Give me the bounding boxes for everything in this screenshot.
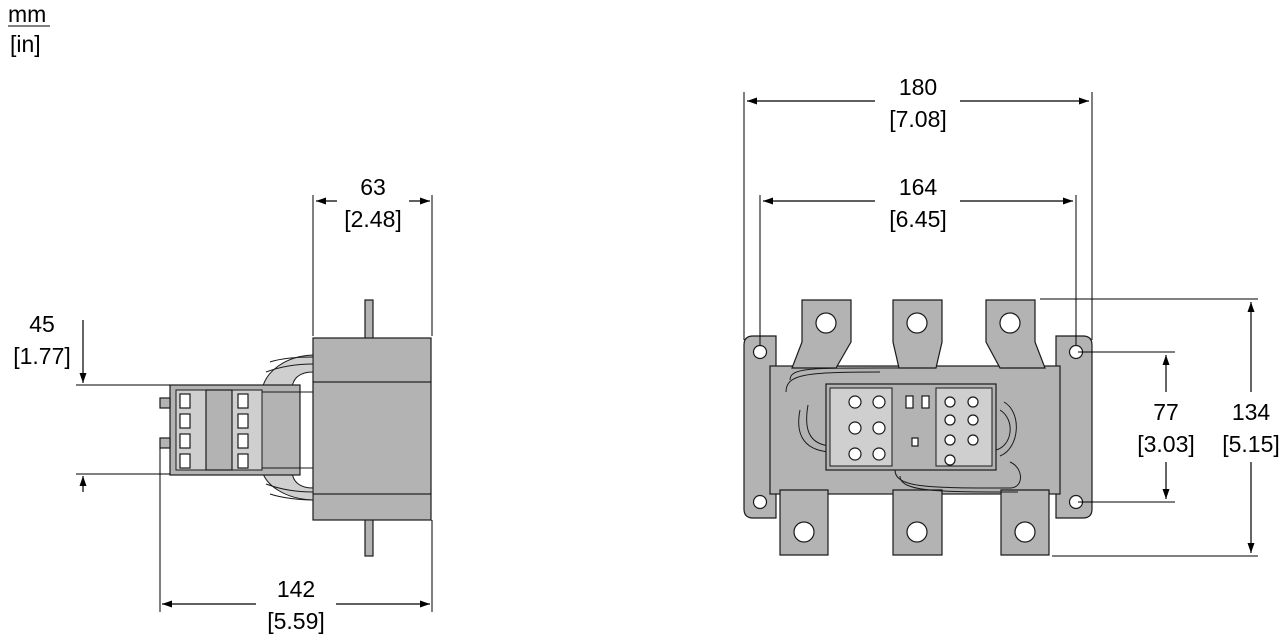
dim-142-in: [5.59] [267, 608, 325, 634]
front-wires [785, 367, 1021, 493]
dim-45-mm: 45 [29, 311, 55, 337]
dim-134-in: [5.15] [1222, 431, 1280, 457]
unit-mm-label: mm [8, 1, 46, 27]
front-top-lug-center-hole [906, 312, 928, 334]
dim-45-in: [1.77] [13, 343, 71, 369]
front-top-lug-right [985, 299, 1046, 369]
dim-77-in: [3.03] [1137, 431, 1195, 457]
dim-77-mm: 77 [1153, 399, 1179, 425]
front-bottom-lug-left-hole [793, 521, 815, 543]
side-relay-stub-bottom [159, 437, 171, 449]
front-relay-switch-a [905, 395, 914, 409]
side-relay-screws [179, 393, 249, 469]
dim-63-in: [2.48] [344, 206, 402, 232]
front-relay-right-terminals [935, 387, 993, 467]
side-relay-mid [205, 389, 233, 471]
dim-180-in: [7.08] [889, 106, 947, 132]
dim-142-mm: 142 [277, 576, 315, 602]
front-view: 180 [7.08] 164 [6.45] 77 [3.03] 134 [5.1… [743, 74, 1280, 557]
side-relay-stub-top [159, 397, 171, 409]
front-relay-indicator [911, 437, 919, 447]
dim-164-in: [6.45] [889, 206, 947, 232]
front-bottom-lug-center-hole [906, 521, 928, 543]
side-main-block [312, 337, 432, 521]
dim-164-mm: 164 [899, 174, 938, 200]
side-bottom-tab [364, 517, 374, 557]
front-bottom-lug-right-hole [1014, 521, 1036, 543]
front-mount-hole-bl [752, 494, 768, 510]
dim-63-mm: 63 [360, 174, 386, 200]
unit-in-label: [in] [10, 31, 41, 57]
front-top-lug-left [791, 299, 852, 369]
front-relay-switch-b [921, 395, 930, 409]
dim-180-mm: 180 [899, 74, 937, 100]
dim-134-mm: 134 [1232, 399, 1271, 425]
front-top-lug-center [892, 299, 943, 369]
front-relay-screws [848, 395, 979, 466]
front-top-lug-right-hole [999, 312, 1021, 334]
side-top-tab [364, 299, 374, 341]
side-view: 63 [2.48] 45 [1.77] 142 [5.59] [13, 174, 433, 634]
front-mount-hole-tl [752, 344, 768, 360]
front-top-lug-left-hole [815, 312, 837, 334]
